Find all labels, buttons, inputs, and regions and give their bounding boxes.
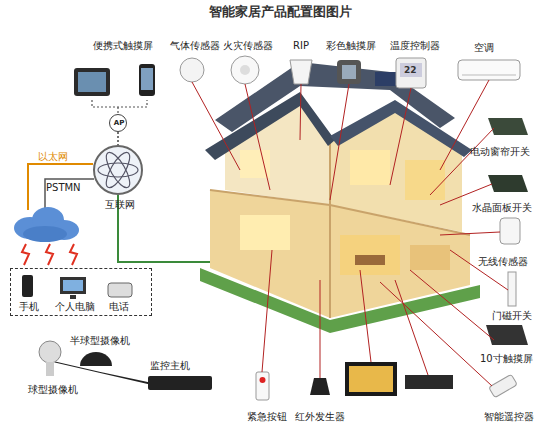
part-label: 无线传感器: [478, 256, 528, 268]
part-label: 半球型摄像机: [70, 335, 130, 347]
part-label: RIP: [293, 40, 309, 52]
furniture: [355, 255, 385, 265]
lawn: [200, 268, 480, 333]
part-label: 便携式触摸屏: [93, 40, 153, 52]
node-text: 个人电脑: [55, 301, 95, 313]
window-light: [240, 150, 270, 178]
node-text: 电话: [109, 301, 129, 313]
part-label: 红外发生器: [295, 411, 345, 423]
air-conditioner-vent: [462, 75, 516, 76]
part-label: 电动窗帘开关: [470, 146, 530, 158]
dvd-player: [405, 375, 453, 389]
emergency-button-dot: [260, 377, 266, 383]
wireless-sensor: [500, 218, 520, 244]
window-light: [405, 160, 445, 200]
thermostat: [396, 58, 426, 88]
mobile-icon: [22, 275, 33, 297]
ethernet-wire: [28, 164, 93, 210]
wall-line: [329, 138, 331, 318]
emergency-button: [256, 372, 269, 400]
tablet: [74, 68, 110, 96]
room-light: [410, 245, 450, 270]
node-text: 手机: [19, 301, 39, 313]
part-label: 智能遥控器: [484, 411, 534, 423]
part-label: 气体传感器: [170, 40, 220, 52]
fire-sensor: [231, 56, 259, 84]
part-label: 火灾传感器: [223, 40, 273, 52]
globe: [95, 147, 141, 193]
tv-screen: [349, 366, 393, 392]
color-touchscreen: [337, 60, 361, 84]
part-label: 温度控制器: [390, 40, 440, 52]
color-touchscreen-face: [342, 65, 356, 79]
globe-orbit: [102, 149, 134, 191]
dome-camera: [80, 352, 112, 366]
door-sensor: [508, 272, 516, 306]
monitor-host: 监控主机: [148, 376, 212, 390]
node-text: 互联网: [95, 199, 145, 211]
diagram-title: 智能家居产品配置图图片: [175, 4, 385, 20]
tv: [345, 362, 397, 396]
pc-screen: [63, 280, 83, 291]
tablet-screen: [78, 72, 106, 92]
curtain-switch: [488, 118, 528, 135]
telephone-icon: [108, 283, 132, 297]
pstn-wire: [45, 179, 94, 208]
cloud-part: [23, 226, 67, 242]
phone: [139, 64, 155, 96]
part-label: 紧急按钮: [247, 411, 287, 423]
pc-icon: [60, 277, 86, 294]
phone-screen: [141, 68, 153, 90]
part-label: 10寸触摸屏: [480, 353, 533, 365]
ten-inch-touchscreen: [486, 325, 528, 345]
ap-circle: AP: [109, 114, 127, 132]
air-conditioner: [458, 60, 520, 80]
thermostat-display: [400, 63, 422, 77]
part-label: 球型摄像机: [28, 384, 78, 396]
pc-stand: [70, 295, 76, 299]
gas-sensor: [180, 58, 204, 82]
roof: [330, 100, 472, 157]
fire-sensor-center: [240, 65, 250, 75]
cloud: [14, 207, 79, 242]
ball-camera-arm: [46, 362, 54, 376]
part-label: 空调: [474, 42, 494, 54]
ir-emitter: [310, 378, 330, 395]
globe-orbit: [102, 149, 134, 191]
part-label: 以太网: [38, 151, 68, 163]
node-text: AP: [110, 118, 128, 128]
roof: [205, 92, 335, 160]
floor-line: [210, 190, 470, 235]
ball-camera: [39, 341, 61, 363]
remote: [489, 374, 518, 397]
terminal-group: 手机 个人电脑 电话: [10, 268, 152, 316]
dotted-connector: [117, 132, 119, 145]
crystal-panel: [488, 175, 528, 192]
part-label: 水晶面板开关: [472, 202, 532, 214]
part-label: PSTMN: [46, 182, 81, 194]
part-label: 彩色触摸屏: [326, 40, 376, 52]
dotted-wire: [92, 100, 147, 114]
node-text: 监控主机: [150, 360, 190, 372]
rip-sensor: [290, 60, 312, 84]
internet-hub: 互联网: [93, 145, 143, 195]
window-light: [350, 150, 390, 185]
globe-orbit: [98, 163, 138, 177]
part-label: 门磁开关: [492, 310, 532, 322]
leader-line: [192, 80, 508, 386]
room-light: [240, 215, 290, 250]
room-light: [340, 235, 400, 275]
display-reading: 22: [404, 64, 417, 76]
wireless-bolt: [22, 244, 77, 265]
